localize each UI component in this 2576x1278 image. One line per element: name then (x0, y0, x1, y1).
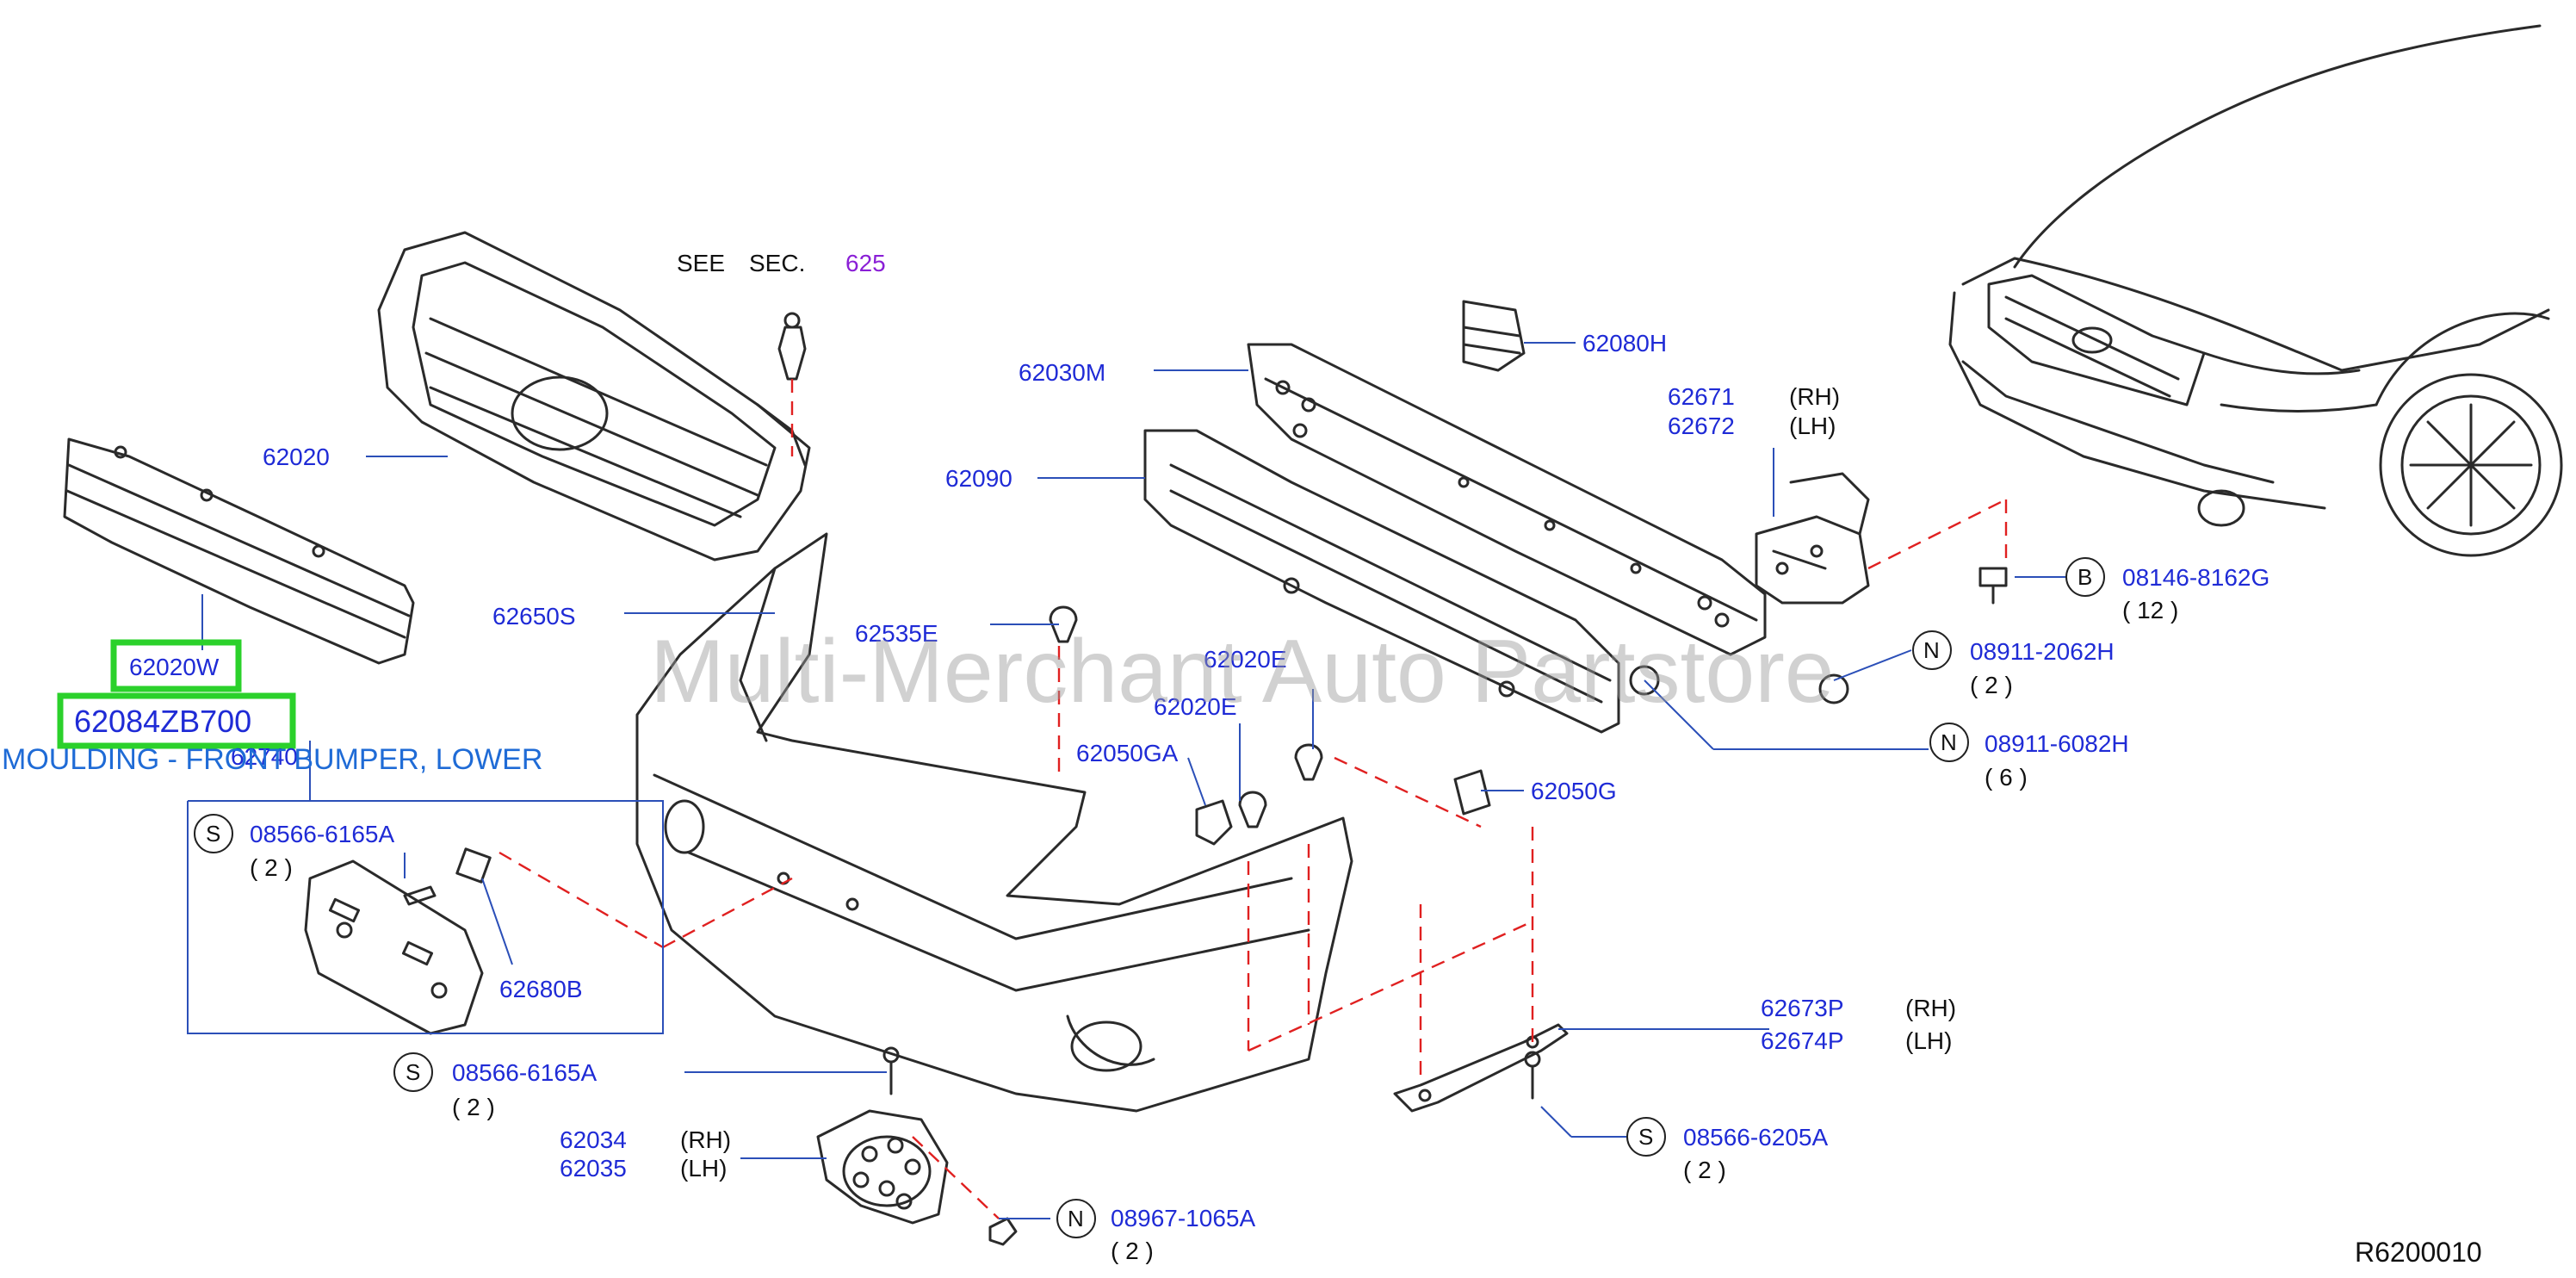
s-circle-icon (194, 814, 233, 853)
n-letter: N (1068, 1206, 1084, 1231)
qty-08146-8162G: ( 12 ) (2122, 597, 2178, 623)
label-62680B[interactable]: 62680B (499, 976, 583, 1002)
vehicle-illustration (1948, 24, 2563, 557)
side-62035: (LH) (680, 1155, 727, 1182)
label-62050G[interactable]: 62050G (1531, 778, 1617, 804)
license-bracket-62740 (304, 859, 484, 1035)
label-62030M[interactable]: 62030M (1019, 359, 1105, 386)
label-62034[interactable]: 62034 (560, 1126, 627, 1153)
label-08566-6165A-b[interactable]: 08566-6165A (452, 1059, 597, 1086)
side-62674P: (LH) (1905, 1027, 1952, 1054)
bracket-62673P-62674P (1393, 1023, 1569, 1113)
bracket-62671-62672 (1755, 472, 1870, 605)
moulding-62020W (63, 437, 415, 665)
s-circle-icon (1626, 1117, 1666, 1157)
sec-number[interactable]: 625 (845, 250, 886, 276)
side-62672: (LH) (1789, 413, 1836, 439)
label-62671[interactable]: 62671 (1668, 383, 1735, 410)
qty-08566-6165A-b: ( 2 ) (452, 1094, 495, 1120)
assembly-lines (498, 379, 2008, 1219)
label-62672[interactable]: 62672 (1668, 413, 1735, 439)
s-letter: S (206, 821, 220, 847)
see-text: SEE (677, 250, 725, 276)
callout-62020W[interactable]: 62020W (129, 654, 220, 680)
fog-lamp-cover-62034-62035 (816, 1109, 949, 1225)
qty-08566-6205A: ( 2 ) (1683, 1157, 1726, 1183)
n-circle-icon (1912, 630, 1952, 670)
label-62740[interactable]: 62740 (231, 743, 298, 770)
label-62090[interactable]: 62090 (945, 465, 1012, 492)
n-letter: N (1923, 637, 1940, 663)
qty-08911-6082H: ( 6 ) (1985, 764, 2028, 791)
label-62020E-a[interactable]: 62020E (1204, 646, 1287, 673)
label-08566-6165A-a[interactable]: 08566-6165A (250, 821, 394, 847)
bumper-fascia-62650S (635, 532, 1353, 1113)
n-circle-icon (1929, 723, 1969, 762)
highlighted-part: 62020W 62084ZB700 62740 MOULDING - FRONT… (2, 639, 542, 776)
qty-08967-1065A: ( 2 ) (1111, 1238, 1154, 1264)
part-number-highlight-box (57, 692, 296, 749)
n-circle-icon (1056, 1199, 1096, 1238)
s-letter: S (406, 1059, 420, 1085)
label-62050GA[interactable]: 62050GA (1076, 740, 1179, 766)
label-08967-1065A[interactable]: 08967-1065A (1111, 1205, 1255, 1231)
qty-08911-2062H: ( 2 ) (1970, 672, 2013, 698)
label-08911-6082H[interactable]: 08911-6082H (1985, 730, 2129, 757)
label-62080H[interactable]: 62080H (1582, 330, 1667, 357)
clip-62080H (1462, 300, 1526, 372)
label-62650S[interactable]: 62650S (492, 603, 576, 630)
b-circle-icon (2065, 557, 2105, 597)
diagram-reference: R6200010 (2355, 1237, 2482, 1268)
label-62535E[interactable]: 62535E (855, 620, 938, 647)
s-circle-icon (393, 1052, 433, 1092)
leader-lines (187, 342, 2066, 1219)
label-08566-6205A[interactable]: 08566-6205A (1683, 1124, 1828, 1151)
side-62034: (RH) (680, 1126, 731, 1153)
label-62020E-b[interactable]: 62020E (1154, 693, 1237, 720)
grille-62020 (377, 231, 811, 561)
highlight-description: MOULDING - FRONT BUMPER, LOWER (2, 743, 542, 776)
n-letter: N (1941, 729, 1957, 755)
highlight-part-number[interactable]: 62084ZB700 (74, 704, 251, 739)
label-62020[interactable]: 62020 (263, 444, 330, 470)
qty-08566-6165A-a: ( 2 ) (250, 854, 293, 881)
callout-highlight-box (110, 639, 242, 692)
fasteners (403, 312, 2008, 1246)
watermark: Multi-Merchant Auto Partstore (650, 622, 1835, 722)
see-section-note: SEE SEC. 625 (677, 250, 886, 276)
s-letter: S (1638, 1124, 1653, 1150)
sec-text: SEC. (749, 250, 805, 276)
label-62035[interactable]: 62035 (560, 1155, 627, 1182)
side-62671: (RH) (1789, 383, 1840, 410)
label-62673P[interactable]: 62673P (1761, 995, 1844, 1021)
b-letter: B (2078, 564, 2092, 590)
side-62673P: (RH) (1905, 995, 1956, 1021)
reinforcement-62030M (1247, 343, 1767, 656)
label-08911-2062H[interactable]: 08911-2062H (1970, 638, 2115, 665)
label-62674P[interactable]: 62674P (1761, 1027, 1844, 1054)
label-08146-8162G[interactable]: 08146-8162G (2122, 564, 2269, 591)
absorber-62090 (1143, 429, 1620, 734)
